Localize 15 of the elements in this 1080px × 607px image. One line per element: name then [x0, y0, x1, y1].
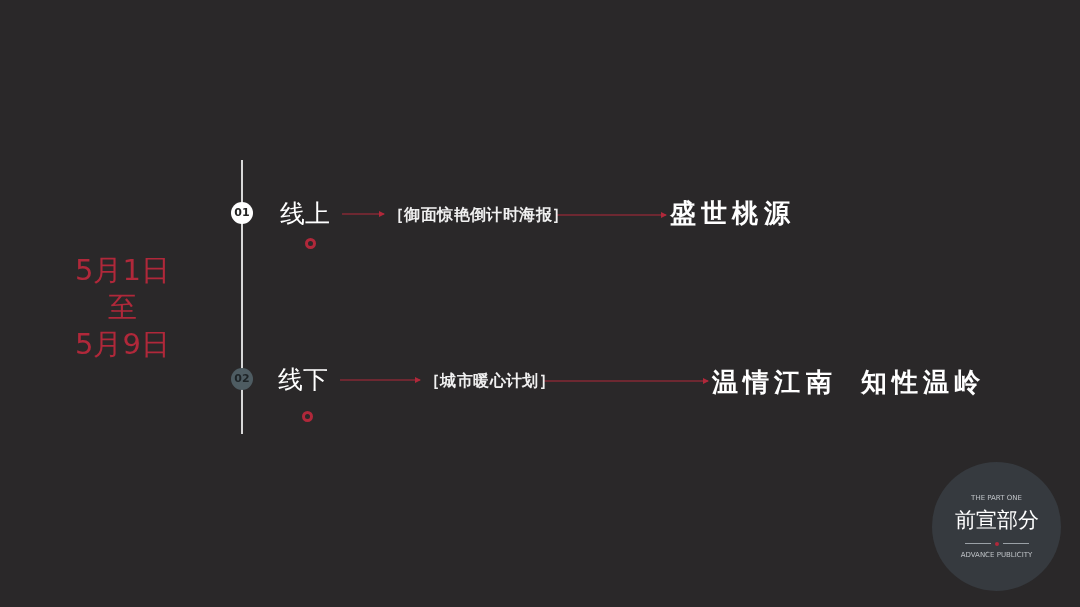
badge-title: 前宣部分 [954, 507, 1039, 534]
channel-heading: 线下 [278, 364, 328, 397]
theme-text: 知性温岭 [860, 365, 986, 399]
channel-heading: 线上 [280, 198, 330, 231]
arrow [339, 377, 421, 383]
theme-text: 温情江南 [712, 365, 837, 399]
arrow [543, 378, 709, 384]
arrow [555, 212, 667, 218]
theme-text: 盛世桃源 [670, 196, 795, 230]
date-text: 5月9日 [75, 326, 170, 363]
arrow [341, 211, 385, 217]
activity-text: ［城市暖心计划］ [424, 370, 556, 392]
date-text: 至 [108, 289, 137, 326]
activity-text: ［御面惊艳倒计时海报］ [388, 204, 569, 226]
date-text: 5月1日 [75, 252, 170, 289]
